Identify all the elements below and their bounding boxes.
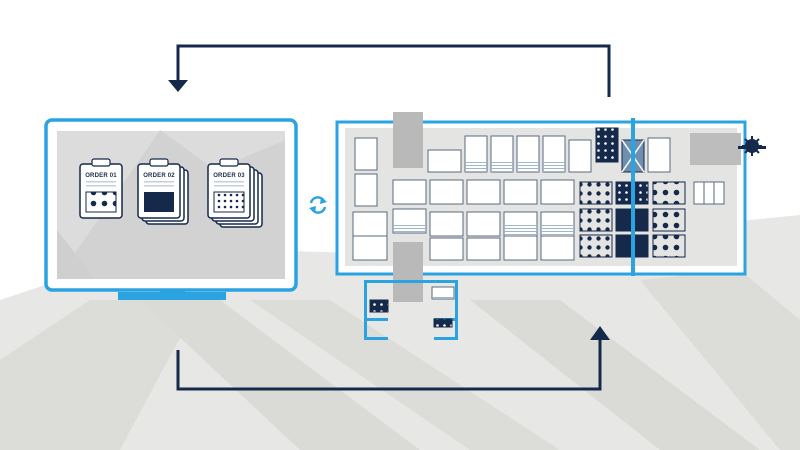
order-01-label: ORDER 01: [85, 173, 117, 179]
shelf-stripes-top: [465, 162, 565, 172]
gray-column-bottom: [393, 242, 423, 302]
gray-column-top: [393, 112, 423, 168]
order-03-label: ORDER 03: [213, 173, 245, 179]
monitor-base: [118, 292, 226, 300]
order-card-03[interactable]: ORDER 03: [207, 158, 263, 228]
order-card-02[interactable]: ORDER 02: [137, 158, 189, 225]
shelf-right-top: [647, 137, 671, 173]
order-02-pattern: [144, 192, 174, 212]
shelf-right-lines: [703, 182, 715, 204]
shelf-group-left: [352, 137, 388, 261]
picking-cart-2: [431, 280, 458, 340]
warehouse-layout: [335, 112, 766, 302]
return-arrow-top: [168, 44, 611, 97]
order-03-pattern: [213, 191, 245, 213]
forward-arrow-bottom: [176, 326, 610, 391]
saw-machine: [690, 133, 741, 165]
sync-arrows-icon: [309, 196, 327, 214]
shelf-stripes-middle: [393, 223, 574, 235]
order-02-label: ORDER 02: [143, 173, 175, 179]
circular-saw-icon: [738, 136, 766, 156]
shelf-right-mid: [693, 181, 725, 205]
monitor: ORDER 01 ORDER 02 ORDER 03: [44, 118, 298, 300]
conveyor-line: [631, 118, 635, 276]
stock-dotted-blocks: [579, 127, 686, 258]
order-01-pattern: [85, 191, 117, 213]
picking-cart-1: [364, 280, 458, 340]
order-card-01[interactable]: ORDER 01: [79, 158, 123, 219]
